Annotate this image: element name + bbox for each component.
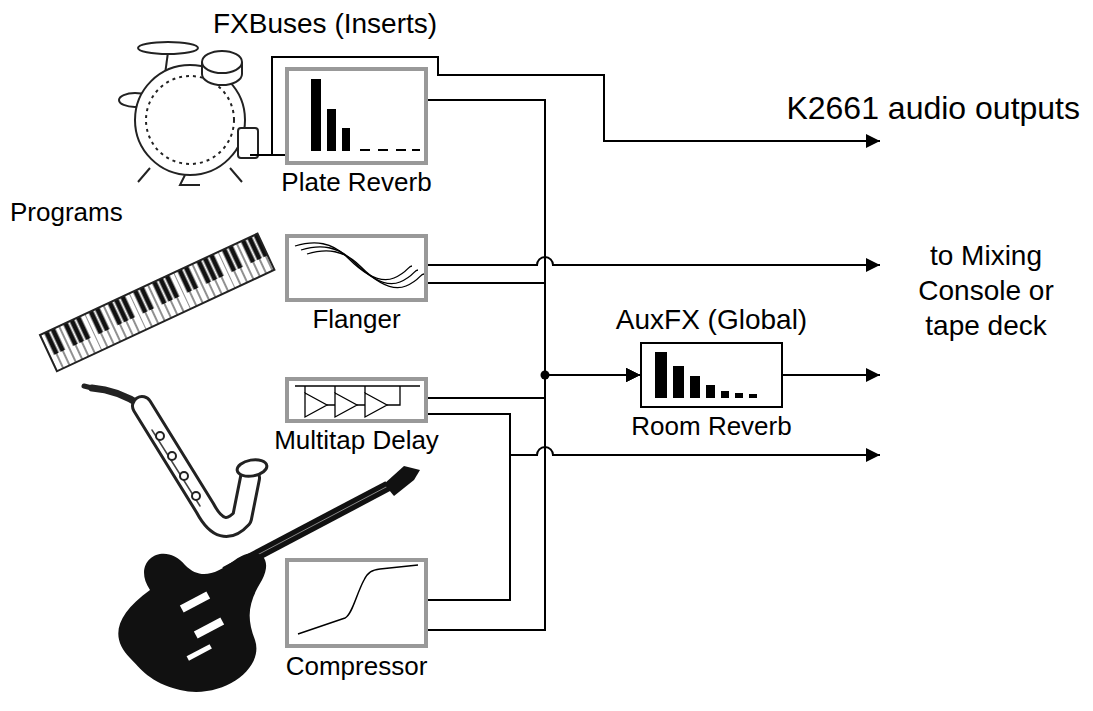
plate-reverb-icon bbox=[311, 79, 420, 151]
saxophone bbox=[156, 432, 164, 440]
plate-reverb-icon bbox=[342, 128, 350, 151]
room-reverb-icon bbox=[706, 385, 715, 398]
multitap-delay-icon bbox=[295, 386, 420, 417]
saxophone bbox=[84, 386, 268, 527]
room-reverb-icon bbox=[749, 394, 757, 398]
effect-name: Compressor bbox=[286, 652, 428, 682]
effect-heading: AuxFX (Global) bbox=[616, 304, 807, 336]
signal-wire bbox=[510, 447, 880, 455]
plate-reverb-icon bbox=[396, 149, 406, 151]
plate-reverb-icon bbox=[360, 149, 370, 151]
saxophone bbox=[152, 430, 200, 506]
saxophone bbox=[236, 458, 268, 479]
bass-guitar bbox=[194, 617, 224, 638]
bus-connector bbox=[428, 283, 640, 375]
signal-wire bbox=[250, 57, 880, 600]
signal-wire bbox=[428, 414, 510, 600]
bass-guitar bbox=[384, 466, 420, 496]
signal-wire bbox=[783, 374, 880, 376]
multitap-delay-icon bbox=[365, 393, 387, 417]
signal-wire bbox=[250, 154, 285, 156]
destination-label: to Mixing Console or tape deck bbox=[896, 238, 1076, 343]
effect-name: Room Reverb bbox=[631, 412, 791, 442]
plate-reverb-icon bbox=[378, 149, 388, 151]
bass-guitar bbox=[118, 553, 266, 692]
keyboard bbox=[40, 234, 274, 372]
programs-label: Programs bbox=[10, 198, 123, 228]
effect-name: Multitap Delay bbox=[274, 426, 439, 456]
bus-connector bbox=[428, 100, 640, 375]
effect-name: Flanger bbox=[312, 305, 400, 335]
multitap-delay-icon bbox=[335, 393, 357, 417]
drum-kit bbox=[146, 76, 234, 164]
saxophone bbox=[142, 406, 250, 527]
insert-effect-box: Multitap Delay bbox=[285, 377, 428, 423]
room-reverb-icon bbox=[673, 366, 684, 398]
compressor-icon bbox=[298, 565, 418, 634]
plate-reverb-icon bbox=[311, 79, 321, 151]
compressor-icon bbox=[298, 565, 418, 634]
keyboard bbox=[40, 234, 274, 372]
room-reverb-icon bbox=[655, 352, 757, 398]
bus-connector bbox=[428, 375, 640, 630]
room-reverb-icon bbox=[721, 391, 729, 398]
aux-effect-box: AuxFX (Global)Room Reverb bbox=[640, 342, 783, 408]
multitap-delay-icon bbox=[295, 385, 420, 386]
insert-effect-box: Plate Reverb bbox=[285, 67, 428, 165]
drum-kit bbox=[138, 168, 242, 185]
plate-reverb-icon bbox=[327, 109, 336, 151]
saxophone bbox=[168, 452, 176, 460]
bass-guitar bbox=[187, 644, 212, 661]
saxophone bbox=[180, 472, 188, 480]
signal-wire bbox=[428, 257, 880, 265]
drum-kit bbox=[238, 128, 258, 158]
insert-effect-box: Flanger bbox=[285, 234, 428, 302]
drum-kit bbox=[119, 42, 258, 185]
bass-guitar bbox=[180, 591, 210, 612]
plate-reverb-icon bbox=[412, 149, 420, 151]
drum-kit bbox=[202, 51, 242, 73]
room-reverb-icon bbox=[690, 376, 700, 398]
saxophone bbox=[192, 492, 200, 500]
insert-effect-box: Compressor bbox=[285, 558, 428, 648]
room-reverb-icon bbox=[735, 393, 743, 398]
saxophone bbox=[142, 406, 250, 527]
effect-name: Plate Reverb bbox=[281, 168, 431, 198]
bus-label: FXBuses (Inserts) bbox=[213, 8, 437, 40]
drum-kit bbox=[138, 42, 198, 54]
multitap-delay-icon bbox=[305, 393, 327, 417]
flanger-icon bbox=[295, 243, 424, 288]
flanger-icon bbox=[307, 251, 424, 288]
room-reverb-icon bbox=[655, 352, 667, 398]
bus-connector bbox=[428, 375, 640, 398]
output-label: K2661 audio outputs bbox=[786, 90, 1080, 127]
